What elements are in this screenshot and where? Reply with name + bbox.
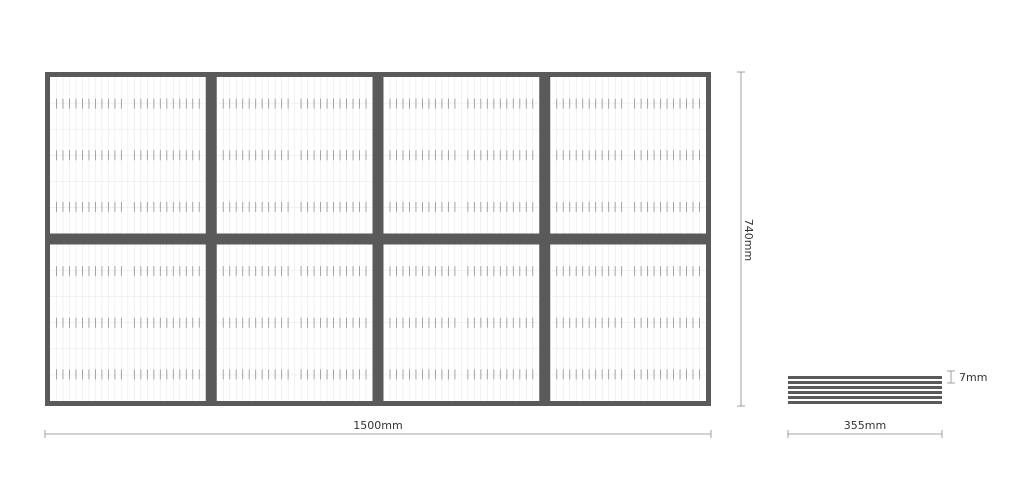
panel-cell [383,244,540,401]
panel-cell [383,77,540,234]
height-label: 740mm [742,219,755,261]
panel-cell [50,77,206,234]
panel-cell [50,244,206,401]
thickness-dimension: 7mm [947,370,987,384]
folded-panel-stack [788,376,942,404]
width-dimension: 1500mm [44,419,712,438]
panel-cell [550,244,706,401]
stack-layer [788,381,942,384]
unfolded-solar-panel [45,72,711,406]
height-dimension: 740mm [737,71,755,407]
folded-width-dimension: 355mm [787,419,943,438]
stack-layer [788,376,942,379]
panel-cell [216,244,373,401]
stack-layer [788,391,942,394]
panel-cell [550,77,706,234]
width-label: 1500mm [353,419,402,432]
folded-width-label: 355mm [844,419,886,432]
stack-layer [788,401,942,404]
stack-layer [788,396,942,399]
panel-cell [216,77,373,234]
stack-layer [788,386,942,389]
thickness-label: 7mm [959,371,987,384]
